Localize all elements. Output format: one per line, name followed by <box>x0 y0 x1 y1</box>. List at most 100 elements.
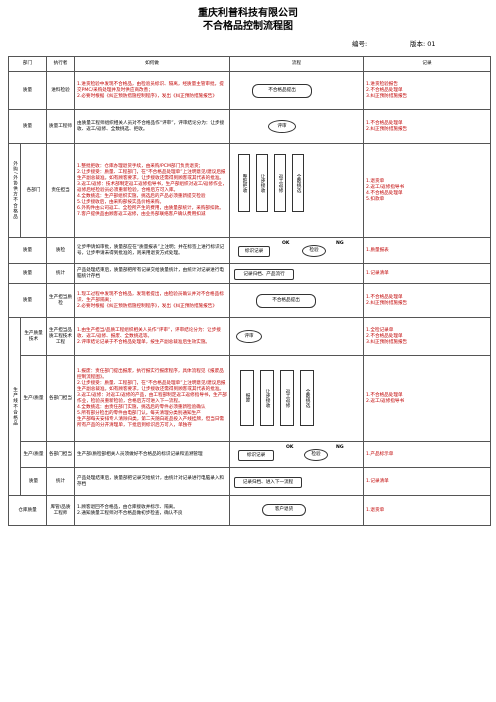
flow-ok-tag-2: OK <box>286 445 294 450</box>
flow-step-inspect: 检验 <box>302 245 327 257</box>
dept-cell: 质量 <box>7 283 48 318</box>
flow-cell: 整批拒收 让步接收 返工返修 全数挑选 <box>229 143 365 238</box>
dept-cell: 质量 <box>7 109 48 144</box>
actor-cell: 统计 <box>46 467 76 496</box>
desc-cell: 生产部/质检部相关人员须做好不合格品的标识记录和追溯管理 <box>74 441 231 468</box>
table-row: 质量 质量工程师 由质量工程师组织相关人员对不合格品作“评审”，评审结论分为：让… <box>7 109 492 144</box>
flow-cell: 评审 <box>229 317 365 356</box>
dept-cell: 质量 <box>7 71 48 110</box>
flow-step-archive: 记录归档、产品流行 <box>234 269 295 280</box>
desc-cell: 1.进货检验中发现不合格品，由检验员标识、隔离，经质量主管审批，提交PMC/采购… <box>74 71 231 110</box>
dept-cell: 质量 <box>7 263 48 284</box>
flow-step-rework-2: 返工返修 <box>280 370 295 426</box>
side-label-external: 外购/外协供方不合格品 <box>8 143 21 238</box>
dept-cell: 仓库质量 <box>7 495 48 526</box>
flow-step-concession-2: 让步接收 <box>260 370 275 426</box>
flow-step-rework: 返工返修 <box>274 154 287 212</box>
flow-cell: 记录归档、进入下一流程 <box>229 467 365 496</box>
flow-step-scrap: 报废 <box>240 370 255 426</box>
flow-step-review-2: 评审 <box>236 330 263 343</box>
actor-cell: 各部门担当 <box>46 355 76 442</box>
actor-cell: 进料检验 <box>46 71 76 110</box>
desc-cell: 由质量工程师组织相关人员对不合格品作“评审”，评审结论分为：让步接收、返工/返修… <box>74 109 231 144</box>
desc-cell: 产品处理结束后，质量部把记录交给统计，由统计对记录进行电脑录入和存档 <box>74 467 231 496</box>
desc-cell: 产品处理结束后，质量部把所有记录交给质量统计，由统计对记录进行电脑统计存档 <box>74 263 231 284</box>
table-row: 质量 统计 产品处理结束后，质量部把所有记录交给质量统计，由统计对记录进行电脑统… <box>7 263 492 284</box>
record-cell: 1.记录清单 <box>363 263 492 284</box>
record-cell: 1.退货单 <box>363 495 492 526</box>
actor-cell: 质检 <box>46 237 76 264</box>
flow-step-submit-2: 不合格品提出 <box>256 294 317 308</box>
process-table: 部门 执行者 如何做 流程 记录 质量 进料检验 1.进货检验中发现不合格品，由… <box>7 56 492 526</box>
actor-cell: 统计 <box>46 263 76 284</box>
flow-step-inspect-2: 检验 <box>304 449 329 461</box>
dept-cell: 质量 <box>7 237 48 264</box>
dept-cell: 生产/质量 <box>19 355 48 442</box>
flow-step-sorting: 全数挑选 <box>292 154 305 212</box>
actor-cell: 各部门担当 <box>46 441 76 468</box>
flow-cell: 记录归档、产品流行 <box>229 263 365 284</box>
flow-step-concession: 让步接收 <box>256 154 269 212</box>
flow-step-label: 标识记录 <box>238 246 271 257</box>
desc-cell: 1.整批拒收：仓库办理退货手续，由采购/PCM部门负责退货；2.让步接受：质量、… <box>74 143 231 238</box>
dept-cell: 各部门 <box>19 143 48 238</box>
desc-cell: 1.现工过程中发现不合格品，发现者提出，由检验员确认并对不合格品标识、生产部隔离… <box>74 283 231 318</box>
flow-step-sorting-2: 全数挑选 <box>300 370 315 426</box>
dept-cell: 生产质量技术 <box>19 317 48 356</box>
dept-cell: 质量 <box>19 467 48 496</box>
record-cell: 1.产品标示单 <box>363 441 492 468</box>
header-row: 部门 执行者 如何做 流程 记录 <box>7 56 492 72</box>
actor-cell: 库管/品质工程师 <box>46 495 76 526</box>
document-version: 版本: 01 <box>410 40 436 48</box>
side-label-production: 生产线不合格品 <box>8 317 21 496</box>
flow-step-submit: 不合格品提出 <box>252 84 313 98</box>
flow-ng-tag-2: NG <box>336 445 344 450</box>
col-dept: 部门 <box>7 56 48 72</box>
company-name: 重庆利普科技有限公司 <box>198 8 298 19</box>
desc-cell: 1.由生产担当/品质工程组织相关人员作“评审”，评审结论分为：让步接收、返工/返… <box>74 317 231 356</box>
table-row: 生产/质量 各部门担当 生产部/质检部相关人员须做好不合格品的标识记录和追溯管理… <box>9 441 492 468</box>
flow-cell: 报废 让步接收 返工返修 全数挑选 <box>229 355 365 442</box>
dept-cell: 生产/质量 <box>19 441 48 468</box>
actor-cell: 生产担当品质工程技术工程 <box>46 317 76 356</box>
record-cell: 1.记录清单 <box>363 467 492 496</box>
col-how: 如何做 <box>74 56 231 72</box>
actor-cell: 生产担当质检 <box>46 283 76 318</box>
table-row: 生产/质量 各部门担当 1.报废：责任部门提出报废，执行报实行报废程序，具体流程… <box>9 355 492 442</box>
flow-cell: 标识记录 OK 检验 NG <box>229 237 365 264</box>
col-record: 记录 <box>363 56 492 72</box>
flow-cell: 客户退货 <box>229 495 365 526</box>
flow-cell: 不合格品提出 <box>229 283 365 318</box>
table-row: 生产线不合格品 生产质量技术 生产担当品质工程技术工程 1.由生产担当/品质工程… <box>8 317 492 496</box>
table-row: 质量 质检 让步申请如审批，质量部应在“质量报表”上注明；并在标签上进行标识记号… <box>7 237 492 264</box>
flow-step-reject: 整批拒收 <box>238 154 251 212</box>
table-row: 仓库质量 库管/品质工程师 1.顾客退回不合格品，由仓库接收并标示、隔离。2.通… <box>7 495 492 526</box>
document-code-label: 编号: <box>352 40 368 48</box>
flow-step-archive-2: 记录归档、进入下一流程 <box>234 477 303 488</box>
table-row: 外购/外协供方不合格品 各部门 责任担当 1.整批拒收：仓库办理退货手续，由采购… <box>8 143 492 238</box>
flow-cell: 不合格品提出 <box>229 71 365 110</box>
col-flow: 流程 <box>229 56 365 72</box>
desc-cell: 1.顾客退回不合格品，由仓库接收并标示、隔离。2.通知质量工程师对不合格品做初步… <box>74 495 231 526</box>
actor-cell: 质量工程师 <box>46 109 76 144</box>
table-row: 质量 进料检验 1.进货检验中发现不合格品，由检验员标识、隔离，经质量主管审批，… <box>7 71 492 110</box>
table-row: 质量 生产担当质检 1.现工过程中发现不合格品，发现者提出，由检验员确认并对不合… <box>7 283 492 318</box>
flow-ok-tag: OK <box>282 241 290 246</box>
document-title: 不合格品控制流程图 <box>203 21 293 32</box>
col-actor: 执行者 <box>46 56 76 72</box>
flow-step-label-2: 标识记录 <box>238 450 275 461</box>
flow-cell: 标识记录 OK 检验 NG <box>229 441 365 468</box>
actor-cell: 责任担当 <box>46 143 76 238</box>
table-row: 质量 统计 产品处理结束后，质量部把记录交给统计，由统计对记录进行电脑录入和存档… <box>9 467 492 496</box>
flow-cell: 评审 <box>229 109 365 144</box>
desc-cell: 1.报废：责任部门提出报废，执行报实行报废程序，具体流程见《报废品控制流程图》。… <box>74 355 231 442</box>
flow-step-customer-return: 客户退货 <box>262 504 307 516</box>
flow-step-review: 评审 <box>268 120 297 133</box>
